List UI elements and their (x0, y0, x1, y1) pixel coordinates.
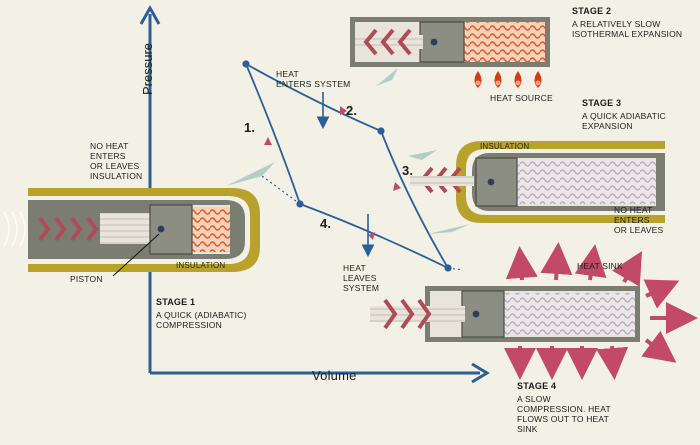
stage2-push-arrows (363, 28, 412, 56)
heat-source-flame-cores (475, 80, 541, 86)
stage1-description: A QUICK (ADIABATIC) COMPRESSION (156, 310, 247, 330)
cycle-vertices (242, 60, 452, 272)
y-axis-label: Pressure (140, 42, 155, 96)
stage3-insulation-label: INSULATION (480, 142, 530, 151)
stage3-description: A QUICK ADIABATIC EXPANSION (582, 111, 667, 131)
stage1-no-heat-note: NO HEAT ENTERS OR LEAVES INSULATION (90, 141, 143, 181)
segment-adiabatic-compression (245, 63, 301, 205)
stage2-cylinder (350, 17, 550, 88)
stage4-push-arrows (383, 298, 432, 330)
segment-isothermal-compression (299, 203, 449, 269)
piston-label: PISTON (70, 274, 103, 284)
x-axis-arrowhead (471, 362, 490, 384)
stage1-piston (149, 204, 193, 255)
cycle-label-1: 1. (244, 120, 256, 135)
heat-leaves-label: HEAT LEAVES SYSTEM (343, 263, 380, 293)
stage4-cylinder (370, 242, 698, 380)
heat-sink-label: HEAT SINK (577, 261, 623, 271)
y-axis-arrowhead (139, 4, 161, 25)
stage2-title: STAGE 2 (572, 6, 612, 16)
heat-source-label: HEAT SOURCE (490, 93, 553, 103)
x-axis-label: Volume (312, 368, 357, 383)
cycle-label-4: 4. (320, 216, 332, 231)
stage3-title: STAGE 3 (582, 98, 622, 108)
stage1-motion-lines (3, 211, 26, 247)
cycle-label-3: 3. (402, 163, 414, 178)
cycle-direction-arrows (264, 106, 401, 240)
stage3-no-heat-note: NO HEAT ENTERS OR LEAVES (614, 205, 664, 235)
stage2-description: A RELATIVELY SLOW ISOTHERMAL EXPANSION (572, 19, 683, 39)
segment-isothermal-expansion (245, 63, 382, 132)
stage1-cylinder (3, 188, 260, 277)
stage1-push-arrows (38, 216, 99, 242)
stage3-cylinder (410, 141, 665, 223)
piston-pointer (112, 233, 160, 277)
cycle-path (245, 63, 449, 269)
stage1-title: STAGE 1 (156, 297, 196, 307)
segment-adiabatic-expansion (380, 130, 449, 269)
stage4-description: A SLOW COMPRESSION. HEAT FLOWS OUT TO HE… (517, 394, 611, 434)
heat-source-flames (474, 71, 542, 88)
heat-enters-label: HEAT ENTERS SYSTEM (276, 69, 351, 89)
heat-sink-arrows (504, 242, 698, 380)
cycle-label-2: 2. (346, 103, 358, 118)
stage1-insulation-label: INSULATION (176, 261, 226, 270)
pointer-wedges (226, 68, 470, 234)
stage4-title: STAGE 4 (517, 381, 557, 391)
